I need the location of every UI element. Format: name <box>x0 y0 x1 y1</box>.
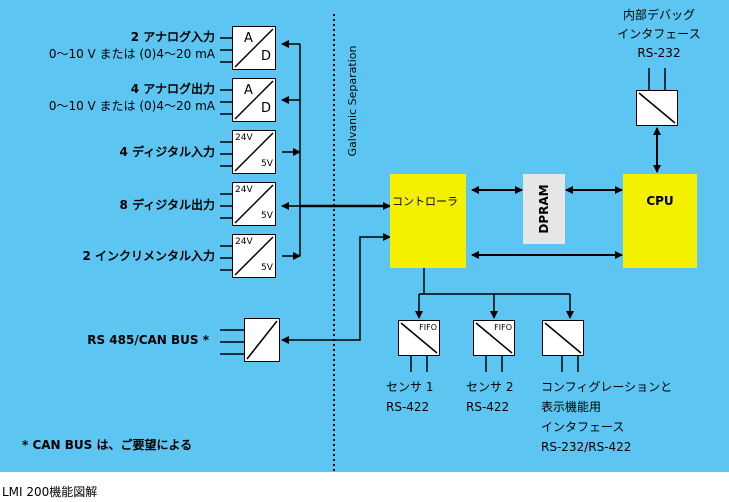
function-diagram: 2 アナログ入力 0～10 V または (0)4～20 mA 4 アナログ出力 … <box>0 0 729 472</box>
debug-interface-box <box>636 90 678 126</box>
ad-converter-box-2: A D <box>232 78 276 122</box>
config-line-4: RS-232/RS-422 <box>541 440 632 454</box>
galvanic-separation-label: Galvanic Separation <box>346 45 359 157</box>
config-line-1: コンフィグレーションと <box>541 380 673 394</box>
sensor2-name: センサ 2 <box>466 380 514 394</box>
config-interface-box <box>542 320 584 356</box>
debug-line-2: インタフェース <box>617 27 701 41</box>
fifo-label: FIFO <box>419 323 437 332</box>
fifo-label: FIFO <box>494 323 512 332</box>
connection-lines <box>220 14 666 472</box>
config-line-2: 表示機能用 <box>541 400 602 414</box>
converter-letter-a: A <box>244 31 253 46</box>
rs485-label: RS 485/CAN BUS * <box>87 333 209 347</box>
cpu-label: CPU <box>646 194 674 208</box>
controller-block: コントローラ <box>390 174 466 268</box>
level-converter-box-3: 24V 5V <box>232 234 276 278</box>
sensor1-name: センサ 1 <box>386 380 434 394</box>
converter-24v: 24V <box>235 133 253 143</box>
footnote: * CAN BUS は、ご要望による <box>22 438 193 452</box>
sensor2-label: センサ 2 RS-422 <box>466 380 513 414</box>
analog-input-label: 2 アナログ入力 0～10 V または (0)4～20 mA <box>49 30 215 61</box>
converter-5v: 5V <box>261 263 273 273</box>
converter-letter-d: D <box>261 101 272 116</box>
converter-24v: 24V <box>235 185 253 195</box>
converter-5v: 5V <box>261 211 273 221</box>
cpu-block: CPU <box>623 174 697 268</box>
converter-letter-a: A <box>244 83 253 98</box>
converter-5v: 5V <box>261 159 273 169</box>
debug-interface-label: 内部デバッグ インタフェース RS-232 <box>604 8 714 60</box>
debug-line-3: RS-232 <box>637 46 681 60</box>
analog-output-label: 4 アナログ出力 0～10 V または (0)4～20 mA <box>49 82 215 113</box>
sensor2-interface-box: FIFO <box>473 320 515 356</box>
digital-input-label: 4 ディジタル入力 <box>119 145 215 159</box>
config-line-3: インタフェース <box>541 420 625 434</box>
analog-input-title: 2 アナログ入力 <box>130 30 215 44</box>
controller-label: コントローラ <box>392 195 458 208</box>
sensor1-label: センサ 1 RS-422 <box>386 380 433 414</box>
debug-line-1: 内部デバッグ <box>622 8 695 22</box>
dpram-block: DPRAM <box>523 174 565 244</box>
ad-converter-box-1: A D <box>232 26 276 70</box>
sensor2-protocol: RS-422 <box>466 400 510 414</box>
dpram-label: DPRAM <box>537 184 551 234</box>
digital-output-label: 8 ディジタル出力 <box>119 198 215 212</box>
converter-letter-d: D <box>261 49 272 64</box>
rs485-transceiver-box <box>244 318 280 362</box>
analog-input-range: 0～10 V または (0)4～20 mA <box>48 47 215 61</box>
incremental-input-label: 2 インクリメンタル入力 <box>82 249 215 263</box>
sensor1-protocol: RS-422 <box>386 400 430 414</box>
figure-caption: LMI 200機能図解 <box>2 485 98 499</box>
analog-output-range: 0～10 V または (0)4～20 mA <box>48 99 215 113</box>
analog-output-title: 4 アナログ出力 <box>130 82 215 96</box>
level-converter-box-1: 24V 5V <box>232 130 276 174</box>
config-interface-label: コンフィグレーションと 表示機能用 インタフェース RS-232/RS-422 <box>541 380 672 454</box>
sensor1-interface-box: FIFO <box>398 320 440 356</box>
level-converter-box-2: 24V 5V <box>232 182 276 226</box>
converter-24v: 24V <box>235 237 253 247</box>
